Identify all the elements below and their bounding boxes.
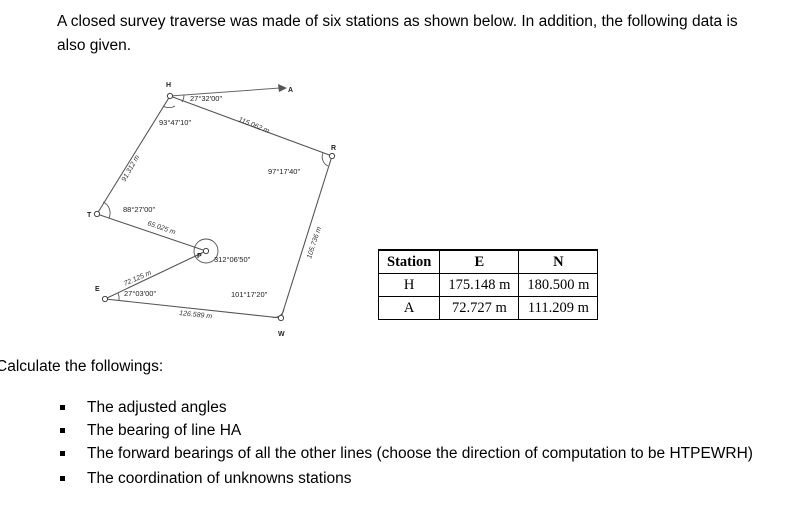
cell-n: 180.500 m xyxy=(518,273,599,297)
station-p: P xyxy=(197,253,202,260)
line-h-r xyxy=(169,95,333,157)
distance-w-e: 126.589 m xyxy=(179,310,213,320)
table-row: A 72.727 m 111.209 m xyxy=(377,296,599,320)
list-item: The bearing of line HA xyxy=(60,419,755,442)
angle-w: 101°17'20" xyxy=(231,290,268,299)
station-h: H xyxy=(166,82,171,89)
angle-t: 88°27'00" xyxy=(123,205,155,214)
station-a: A xyxy=(288,87,293,94)
line-r-w xyxy=(280,155,333,319)
angle-h: 93°47'10" xyxy=(159,118,191,127)
station-r: R xyxy=(331,145,336,152)
cell-e: 72.727 m xyxy=(439,296,520,320)
station-t: T xyxy=(87,212,92,219)
angle-r: 97°17'40" xyxy=(268,167,300,176)
station-e: E xyxy=(95,286,100,293)
angle-e: 27°03'00" xyxy=(124,289,156,298)
line-h-a xyxy=(169,87,281,97)
traverse-diagram: H A R T P E W 27°32'00" 93°47'10" 97°17'… xyxy=(75,78,355,353)
problem-statement: A closed survey traverse was made of six… xyxy=(57,13,738,54)
line-e-p xyxy=(104,250,207,300)
distance-h-r: 115.062 m xyxy=(237,116,270,135)
arrow-a xyxy=(278,84,287,92)
header-station: Station xyxy=(377,249,441,274)
station-w: W xyxy=(278,331,285,338)
cell-station: A xyxy=(377,296,441,320)
angle-h-exterior: 27°32'00" xyxy=(190,94,222,103)
cell-station: H xyxy=(377,273,441,297)
header-n: N xyxy=(518,249,599,274)
coordinates-table: Station E N H 175.148 m 180.500 m A 72.7… xyxy=(377,249,599,320)
line-t-h xyxy=(96,95,171,215)
table-row: H 175.148 m 180.500 m xyxy=(377,273,599,297)
cell-n: 111.209 m xyxy=(518,296,599,320)
angle-p: 312°06'50" xyxy=(214,255,251,264)
distance-p-t: 65.025 m xyxy=(146,220,176,236)
list-item: The coordination of unknowns stations xyxy=(60,467,755,490)
calculate-heading: Calculate the followings: xyxy=(0,358,164,375)
task-list: The adjusted angles The bearing of line … xyxy=(60,396,755,490)
line-w-e xyxy=(104,298,282,319)
header-e: E xyxy=(439,249,520,274)
line-p-t xyxy=(96,213,207,252)
cell-e: 175.148 m xyxy=(439,273,520,297)
list-item: The forward bearings of all the other li… xyxy=(60,442,755,465)
list-item: The adjusted angles xyxy=(60,396,755,419)
